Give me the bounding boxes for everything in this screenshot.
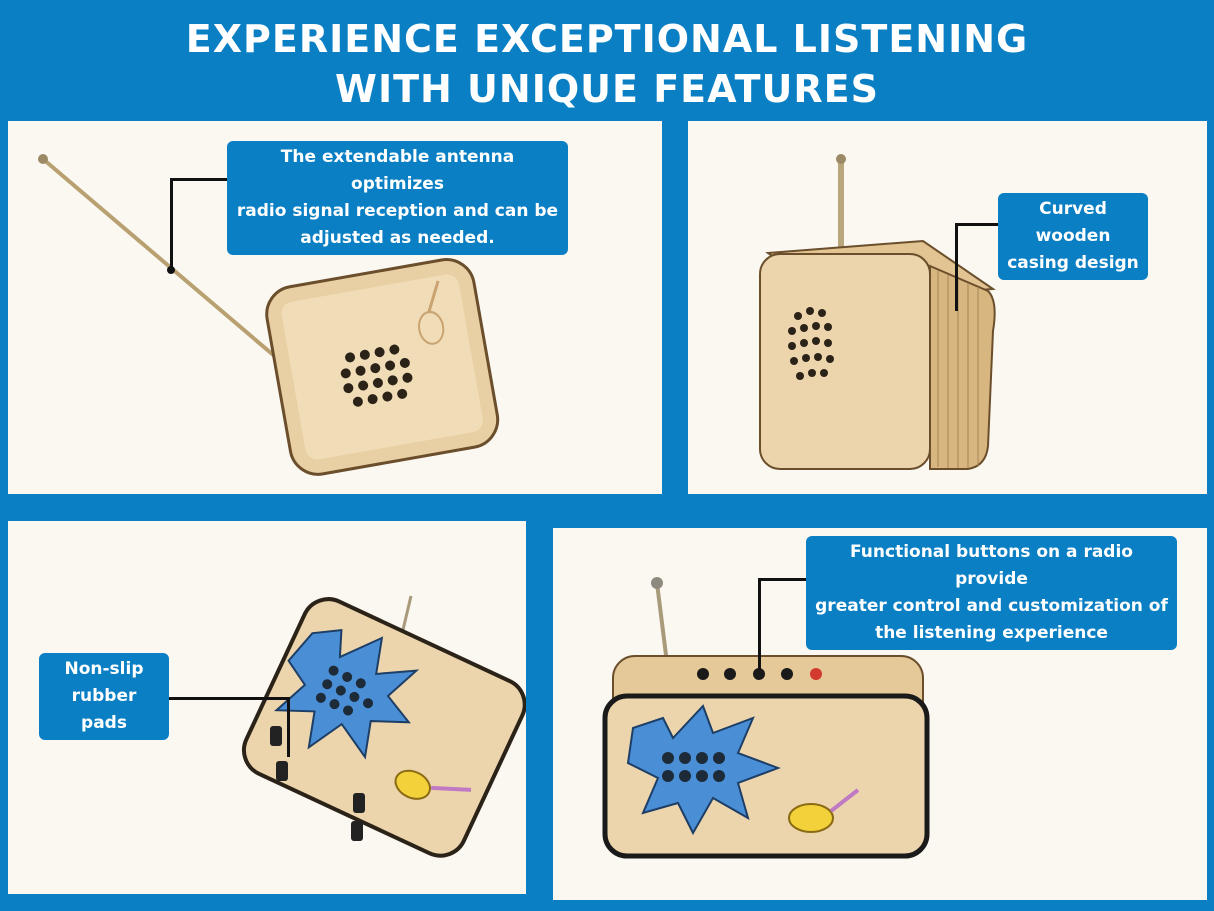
casing-callout: Curved wooden casing design — [998, 193, 1148, 280]
headline-line-1: EXPERIENCE EXCEPTIONAL LISTENING — [185, 17, 1029, 61]
buttons-leader-vertical — [758, 578, 761, 670]
buttons-callout: Functional buttons on a radio provide gr… — [806, 536, 1177, 650]
pads-leader-horizontal — [168, 697, 290, 700]
antenna-leader-dot — [167, 266, 175, 274]
casing-leader-horizontal — [955, 223, 1005, 226]
pads-callout: Non-slip rubber pads — [39, 653, 169, 740]
buttons-leader-horizontal — [758, 578, 810, 581]
panel-antenna: The extendable antenna optimizes radio s… — [8, 121, 662, 494]
panel-rubber-pads: Non-slip rubber pads — [8, 521, 526, 894]
radio-image-buttons-view — [602, 577, 930, 859]
antenna-leader-horizontal — [170, 178, 232, 181]
pads-leader-vertical — [287, 697, 290, 757]
panel-buttons: Functional buttons on a radio provide gr… — [553, 528, 1207, 900]
antenna-callout: The extendable antenna optimizes radio s… — [227, 141, 568, 255]
radio-image-casing-view — [759, 154, 996, 470]
panel-casing: Curved wooden casing design — [688, 121, 1207, 494]
radio-image-antenna-view — [38, 154, 500, 476]
antenna-leader-vertical — [170, 178, 173, 271]
headline-line-2: WITH UNIQUE FEATURES — [335, 67, 879, 111]
radio-image-pads-view — [241, 595, 526, 858]
page-headline: EXPERIENCE EXCEPTIONAL LISTENING WITH UN… — [0, 14, 1214, 114]
casing-leader-vertical — [955, 223, 958, 311]
